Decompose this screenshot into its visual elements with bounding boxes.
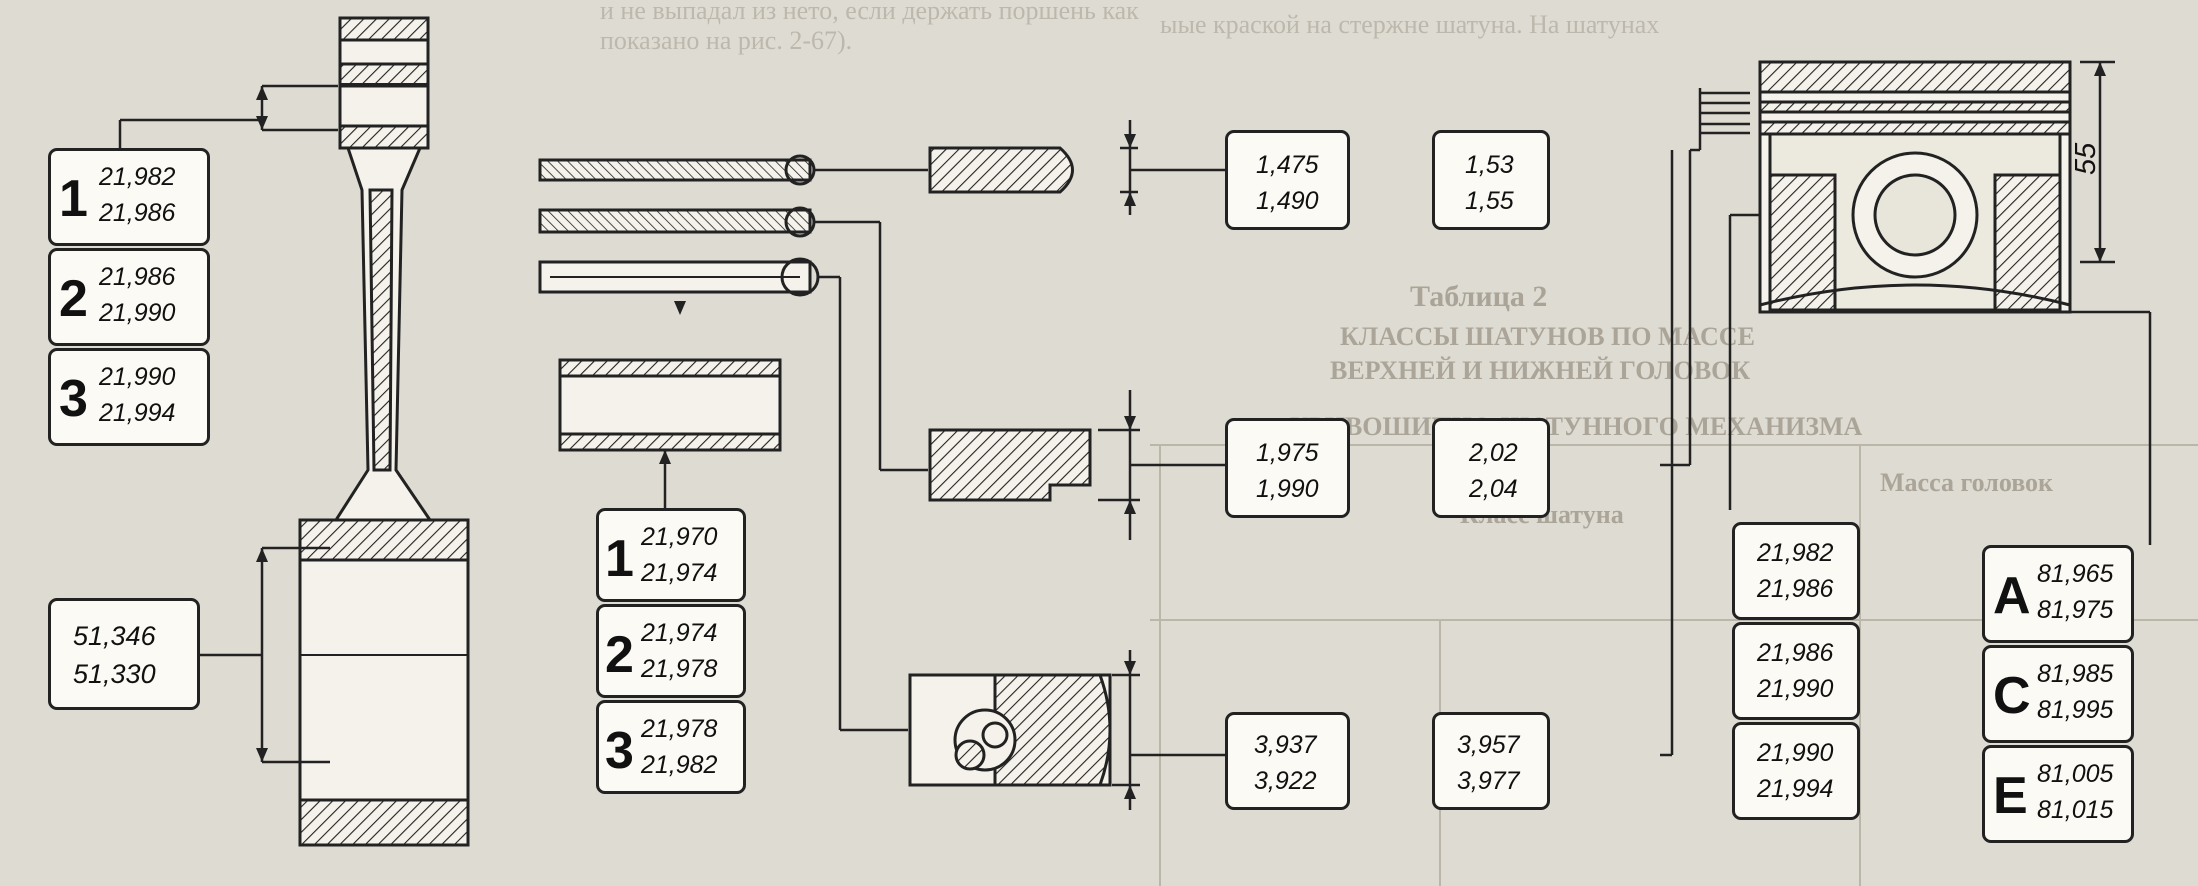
second-groove-width-box: 2,02 2,04 [1432, 418, 1550, 518]
value-top: 1,475 [1256, 151, 1319, 179]
value-top: 3,957 [1457, 731, 1520, 759]
bg-text-top-left-1: и не выпадал из нето, если держать порше… [600, 0, 1139, 25]
value-bottom: 21,974 [641, 559, 718, 587]
ring-section-enlargements [908, 146, 1112, 787]
piston-pin-class-3-box: 3 21,978 21,982 [596, 700, 746, 794]
class-number: 3 [605, 722, 634, 780]
value-bottom: 21,986 [1757, 575, 1834, 603]
value-top: 21,986 [99, 263, 176, 291]
value-top: 1,53 [1465, 151, 1514, 179]
bg-text-table-header-1: Масса головок [1880, 468, 2054, 497]
rod-big-end-box: 51,346 51,330 [48, 598, 200, 710]
value-top: 51,346 [73, 621, 156, 651]
value-top: 81,985 [2037, 660, 2114, 688]
value-bottom: 1,55 [1465, 187, 1514, 215]
piston-pin-class-1-box: 1 21,970 21,974 [596, 508, 746, 602]
piston-drawing [1758, 60, 2072, 314]
value-bottom: 1,490 [1256, 187, 1319, 215]
value-bottom: 81,015 [2037, 796, 2114, 824]
class-number: 1 [59, 170, 88, 228]
value-top: 81,965 [2037, 560, 2114, 588]
value-top: 21,990 [99, 363, 176, 391]
pin-bore-group-3-box: 21,990 21,994 [1732, 722, 1860, 820]
value-bottom: 21,978 [641, 655, 718, 683]
value-bottom: 3,977 [1457, 767, 1520, 795]
class-number: 2 [605, 626, 634, 684]
piston-pin-class-2-box: 2 21,974 21,978 [596, 604, 746, 698]
dimension-arrows [256, 62, 2106, 799]
bg-text-table-title-3: КРИВОШИПНО-ШАТУННОГО МЕХАНИЗМА [1290, 412, 1863, 441]
value-bottom: 21,986 [99, 199, 176, 227]
value-bottom: 2,04 [1469, 475, 1518, 503]
value-top: 21,978 [641, 715, 718, 743]
oil-ring-width-box: 3,937 3,922 [1225, 712, 1350, 810]
value-bottom: 21,990 [1757, 675, 1834, 703]
value-top: 21,982 [99, 163, 176, 191]
piston-height-label: 55 [2070, 142, 2102, 175]
value-top: 21,990 [1757, 739, 1834, 767]
value-top: 21,986 [1757, 639, 1834, 667]
top-groove-width-box: 1,53 1,55 [1432, 130, 1550, 230]
value-top: 2,02 [1469, 439, 1518, 467]
value-top: 81,005 [2037, 760, 2114, 788]
piston-rings-drawing [538, 154, 820, 297]
value-bottom: 21,994 [99, 399, 176, 427]
class-letter: E [1993, 767, 2028, 825]
value-top: 1,975 [1256, 439, 1319, 467]
bg-text-table-number: Таблица 2 [1410, 280, 1548, 313]
pin-bore-group-2-box: 21,986 21,990 [1732, 622, 1860, 720]
value-bottom: 51,330 [73, 659, 156, 689]
class-number: 3 [59, 370, 88, 428]
bg-text-table-title-2: ВЕРХНЕЙ И НИЖНЕЙ ГОЛОВОК [1330, 356, 1751, 385]
bg-text-top-right-1: ыые краской на стержне шатуна. На шатуна… [1160, 10, 1660, 39]
piston-class-c-box: C 81,985 81,995 [1982, 645, 2134, 743]
top-ring-width-box: 1,475 1,490 [1225, 130, 1350, 230]
oil-groove-width-box: 3,957 3,977 [1432, 712, 1550, 810]
bg-text-table-title-1: КЛАССЫ ШАТУНОВ ПО МАССЕ [1340, 322, 1755, 351]
value-top: 21,974 [641, 619, 718, 647]
piston-class-e-box: E 81,005 81,015 [1982, 745, 2134, 843]
pin-bore-group-1-box: 21,982 21,986 [1732, 522, 1860, 620]
second-ring-width-box: 1,975 1,990 [1225, 418, 1350, 518]
value-top: 21,982 [1757, 539, 1834, 567]
class-letter: A [1993, 567, 2031, 625]
value-bottom: 1,990 [1256, 475, 1319, 503]
rod-small-end-class-2-box: 2 21,986 21,990 [48, 248, 210, 346]
class-number: 1 [605, 530, 634, 588]
class-letter: C [1993, 667, 2031, 725]
value-top: 3,937 [1254, 731, 1317, 759]
rod-small-end-class-1-box: 1 21,982 21,986 [48, 148, 210, 246]
value-bottom: 81,995 [2037, 696, 2114, 724]
value-top: 21,970 [641, 523, 718, 551]
bg-text-top-left-2: показано на рис. 2-67). [600, 26, 853, 55]
value-bottom: 81,975 [2037, 596, 2114, 624]
piston-pin-drawing [558, 358, 782, 452]
value-bottom: 21,994 [1757, 775, 1834, 803]
class-number: 2 [59, 270, 88, 328]
value-bottom: 3,922 [1254, 767, 1317, 795]
value-bottom: 21,982 [641, 751, 718, 779]
value-bottom: 21,990 [99, 299, 176, 327]
connecting-rod-drawing [298, 16, 470, 847]
rod-small-end-class-3-box: 3 21,990 21,994 [48, 348, 210, 446]
piston-class-a-box: A 81,965 81,975 [1982, 545, 2134, 643]
